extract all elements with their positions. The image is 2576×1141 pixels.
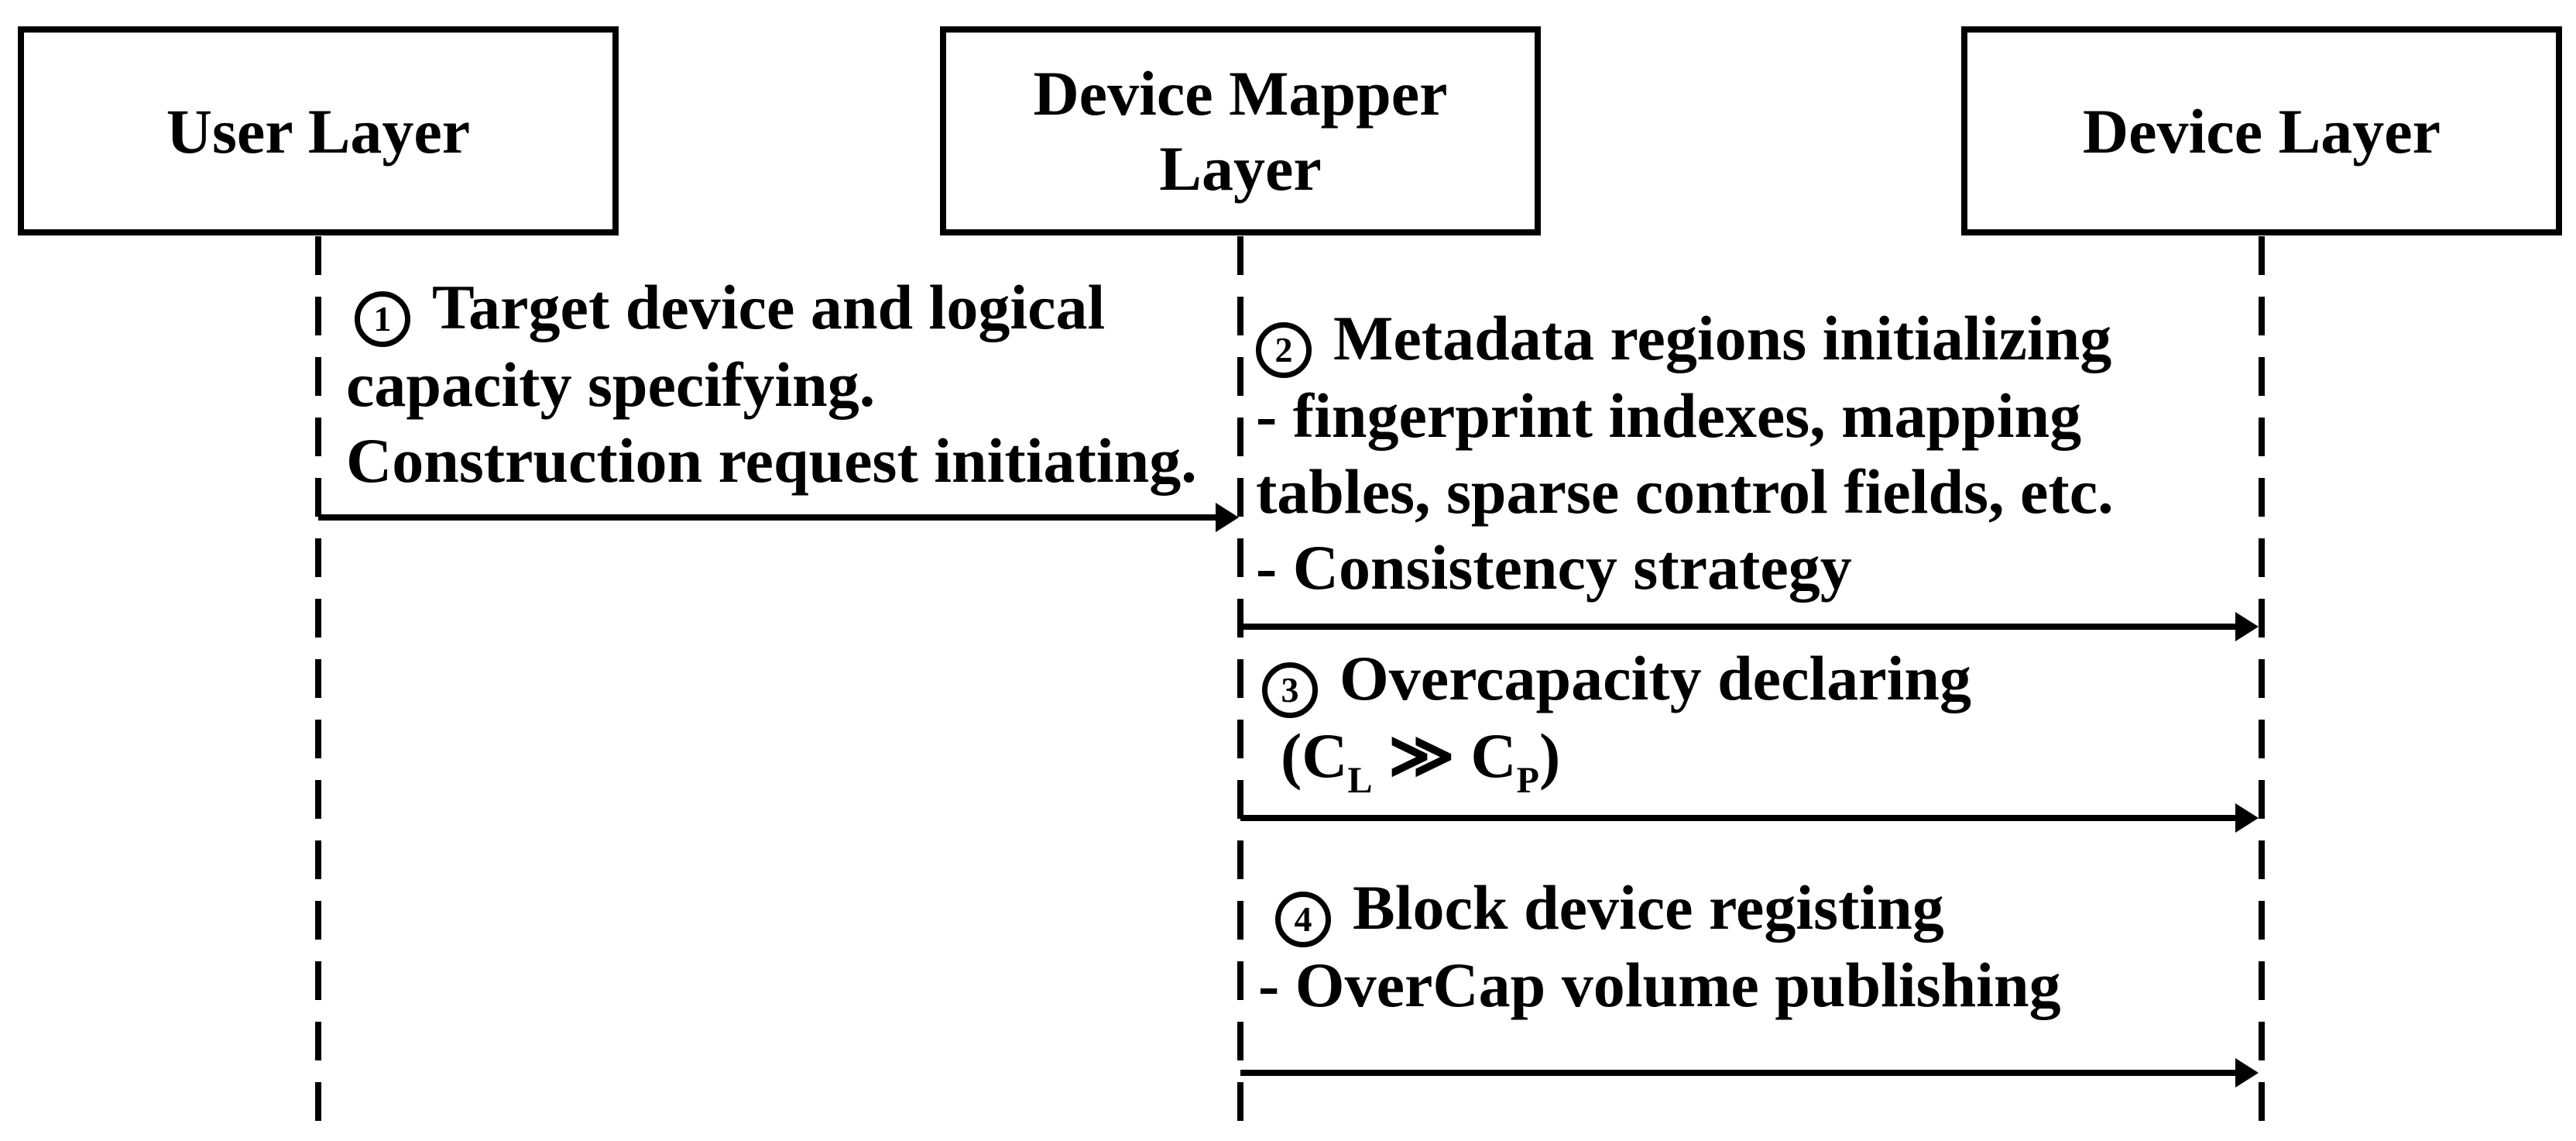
message-text: Target device and logical: [432, 272, 1106, 342]
layer-box-device-layer: Device Layer: [1961, 26, 2562, 235]
step-number-circle: 3: [1262, 662, 1318, 718]
layer-label: User Layer: [166, 95, 471, 167]
formula-line: (CL ≫ CP): [1262, 718, 1971, 819]
arrow-message-2: [1240, 612, 2259, 641]
message-line: - Consistency strategy: [1256, 532, 1852, 603]
layer-box-device-mapper-layer: Device Mapper Layer: [940, 26, 1541, 235]
formula-text: ): [1538, 720, 1561, 791]
layer-box-user-layer: User Layer: [18, 26, 619, 235]
arrowhead-icon: [2235, 612, 2259, 641]
formula-subscript: P: [1516, 760, 1539, 801]
step-number-circle: 2: [1256, 322, 1312, 378]
arrow-message-3: [1240, 803, 2259, 833]
formula-text: C: [1470, 720, 1517, 791]
message-line: 3 Overcapacity declaring: [1262, 641, 1971, 718]
message-4: 4 Block device registing - OverCap volume…: [1258, 870, 2061, 1023]
formula-subscript: L: [1347, 760, 1373, 801]
arrowhead-icon: [2235, 1058, 2259, 1088]
message-line: 1 Target device and logical: [346, 270, 1197, 347]
much-greater-than-symbol: ≫: [1388, 720, 1455, 791]
arrow-message-1: [318, 503, 1239, 532]
arrow-message-4: [1240, 1058, 2259, 1088]
message-line: capacity specifying.: [346, 349, 876, 420]
step-number-circle: 1: [355, 291, 410, 347]
layer-label: Device Layer: [2082, 95, 2441, 167]
message-text: Metadata regions initializing: [1333, 303, 2112, 373]
message-line: - fingerprint indexes, mapping: [1256, 380, 2082, 451]
step-number-circle: 4: [1275, 892, 1331, 947]
message-line: tables, sparse control fields, etc.: [1256, 456, 2114, 527]
message-line: Construction request initiating.: [346, 425, 1197, 496]
formula-text: (C: [1281, 720, 1348, 791]
arrowhead-icon: [2235, 803, 2259, 833]
message-line: 4 Block device registing: [1258, 870, 2061, 947]
layer-label: Device Mapper Layer: [1033, 58, 1448, 204]
message-1: 1 Target device and logical capacity spec…: [346, 270, 1197, 499]
message-3: 3 Overcapacity declaring (CL ≫ CP): [1262, 641, 1971, 819]
message-2: 2 Metadata regions initializing - fingerp…: [1256, 301, 2114, 606]
message-line: - OverCap volume publishing: [1258, 950, 2061, 1020]
message-text: Block device registing: [1353, 872, 1944, 943]
arrowhead-icon: [1216, 503, 1239, 532]
message-text: Overcapacity declaring: [1339, 643, 1972, 713]
message-line: 2 Metadata regions initializing: [1256, 301, 2114, 378]
